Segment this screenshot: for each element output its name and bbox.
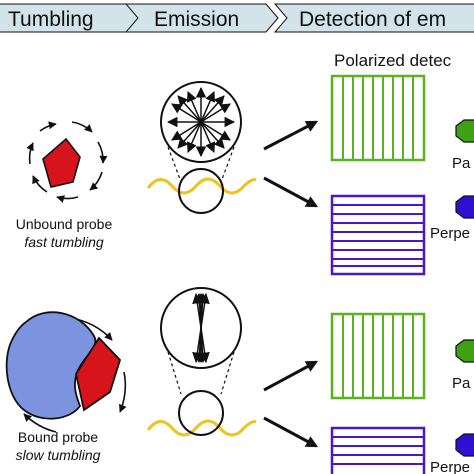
step-emission-label: Emission <box>154 8 239 31</box>
arrow-to-parallel <box>263 120 319 151</box>
step-tumbling-label: Tumbling <box>8 8 94 31</box>
step-detection-label: Detection of em <box>299 8 446 31</box>
aligned-dipoles <box>192 292 210 364</box>
emission-small-circle <box>178 168 224 214</box>
zoom-lines <box>167 146 235 183</box>
perpendicular-label: Perpe <box>430 459 470 474</box>
parallel-label: Pa <box>452 155 471 172</box>
header: Tumbling Emission Detection of em <box>0 3 474 33</box>
parallel-detector <box>330 74 426 162</box>
parallel-detector <box>330 312 426 400</box>
arrow-to-perpendicular <box>263 176 319 208</box>
probe-label: Bound probe <box>18 429 98 445</box>
probe-sublabel: slow tumbling <box>16 447 101 463</box>
protein-blob <box>5 311 97 420</box>
random-dipoles <box>166 86 236 158</box>
probe-label: Unbound probe <box>16 216 113 232</box>
probe-pentagon <box>42 137 81 188</box>
parallel-label: Pa <box>452 375 471 392</box>
eye-icon-perpendicular <box>455 433 474 457</box>
tumbling-circle <box>26 121 108 203</box>
excitation-wave <box>146 177 257 195</box>
perpendicular-detector <box>330 426 426 474</box>
perpendicular-detector <box>330 194 426 276</box>
probe-sublabel: fast tumbling <box>24 234 104 250</box>
emission-small-circle <box>178 390 224 436</box>
row-unbound: Unbound probe fast tumbling <box>16 74 474 276</box>
eye-icon-parallel <box>455 339 474 363</box>
step-emission-chevron <box>124 3 279 33</box>
probe-pentagon <box>75 336 122 412</box>
eye-icon-parallel <box>455 119 474 143</box>
perpendicular-label: Perpe <box>430 225 470 242</box>
excitation-wave <box>146 419 257 437</box>
arrow-to-perpendicular <box>263 416 319 448</box>
step-detection-chevron <box>273 3 474 33</box>
zoom-lines <box>167 351 235 395</box>
eye-icon-perpendicular <box>455 195 474 219</box>
row-bound: Bound probe slow tumbling <box>5 287 474 474</box>
detector-title: Polarized detec <box>334 51 452 70</box>
arrow-to-parallel <box>263 360 319 392</box>
